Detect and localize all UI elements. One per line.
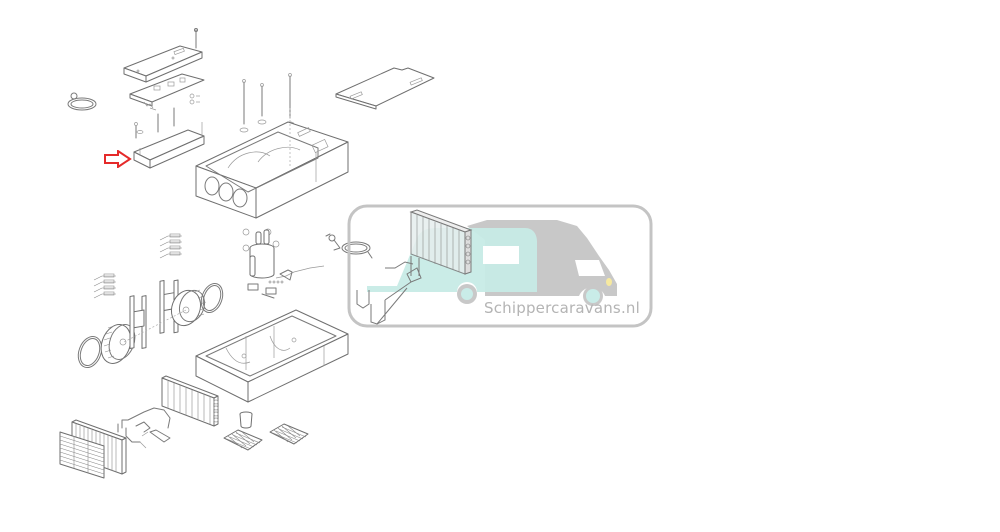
evaporator-pipes <box>114 402 184 452</box>
top-cover-screws <box>186 72 306 142</box>
warning-labels-upper <box>156 232 186 268</box>
highlight-arrow-icon <box>104 149 132 172</box>
power-cable <box>62 86 102 116</box>
fan-assembly <box>76 278 226 378</box>
base-tray <box>186 296 352 406</box>
filter-and-grille <box>58 418 130 480</box>
mesh-filter-right <box>268 422 310 446</box>
sensor-cable <box>320 232 380 272</box>
control-cover <box>118 28 208 88</box>
upper-housing <box>188 108 358 223</box>
mesh-filter-left <box>222 428 264 452</box>
watermark-text: Schippercaravans.nl <box>484 299 640 317</box>
drain-cup <box>236 410 256 430</box>
condenser <box>160 374 222 428</box>
warning-labels-lower <box>90 272 120 308</box>
control-board <box>124 66 214 116</box>
control-housing <box>118 102 208 172</box>
watermark-logo <box>347 204 653 328</box>
service-panel <box>332 62 438 112</box>
compressor <box>240 222 360 308</box>
